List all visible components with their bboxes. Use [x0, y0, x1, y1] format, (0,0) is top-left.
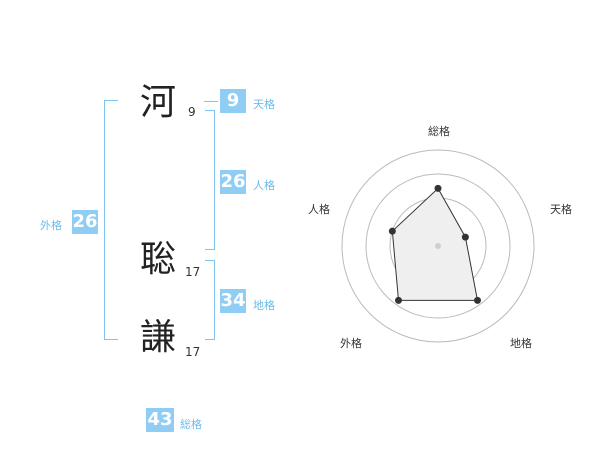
- tenkaku-connector: [204, 101, 218, 102]
- gaikaku-value: 26: [72, 210, 98, 234]
- radar-point-3: [395, 296, 403, 304]
- jinkaku-label: 人格: [253, 179, 275, 192]
- radar-point-1: [461, 233, 469, 241]
- gaikaku-label: 外格: [40, 219, 62, 232]
- char-2: 聡: [140, 239, 177, 280]
- radar-point-0: [434, 184, 442, 192]
- radar-label-tenkaku: 天格: [550, 203, 572, 216]
- radar-point-2: [473, 296, 481, 304]
- radar-rings: [341, 149, 535, 343]
- soukaku-value: 43: [146, 408, 174, 432]
- radar-label-chikaku: 地格: [510, 337, 532, 350]
- radar-point-4: [388, 227, 396, 235]
- radar-label-soukaku: 総格: [428, 125, 450, 138]
- char-3: 謙: [140, 317, 177, 358]
- radar-label-gaikaku: 外格: [340, 337, 362, 350]
- radar-points: [388, 184, 481, 304]
- chikaku-value: 34: [220, 289, 246, 313]
- chikaku-label: 地格: [253, 299, 275, 312]
- radar-ring: [365, 173, 511, 319]
- char-1: 河: [140, 82, 177, 123]
- jinkaku-value: 26: [220, 170, 246, 194]
- radar-polygon: [391, 187, 479, 301]
- radar-center: [435, 243, 441, 249]
- char-3-strokes: 17: [185, 345, 201, 359]
- char-1-strokes: 9: [188, 105, 196, 119]
- chikaku-bracket: [205, 260, 215, 340]
- soukaku-label: 総格: [180, 418, 202, 431]
- gaikaku-bracket: [104, 100, 118, 340]
- jinkaku-bracket: [205, 110, 215, 250]
- tenkaku-label: 天格: [253, 98, 275, 111]
- radar-ring: [341, 149, 535, 343]
- tenkaku-value: 9: [220, 89, 246, 113]
- radar-label-jinkaku: 人格: [308, 203, 330, 216]
- char-2-strokes: 17: [185, 265, 201, 279]
